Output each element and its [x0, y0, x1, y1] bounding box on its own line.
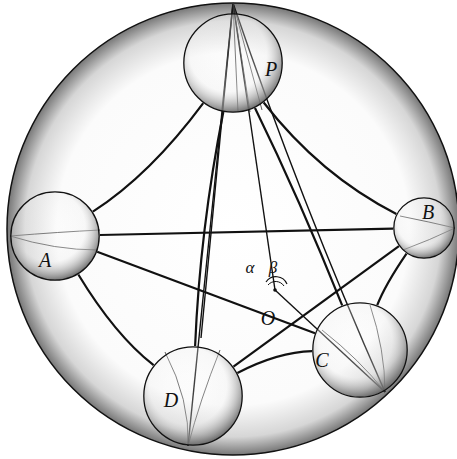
sphere-outline [143, 346, 243, 446]
edge-arc [78, 274, 153, 365]
vertex-label: B [422, 202, 434, 222]
edge-arc [195, 112, 223, 346]
edge-arc [100, 229, 393, 235]
vertex-label: A [39, 250, 51, 270]
edge-arc [93, 103, 203, 212]
point-label: β [269, 259, 277, 276]
sphere-node: B [393, 197, 455, 259]
vertex-label: D [164, 390, 178, 410]
sphere-node: C [312, 302, 408, 398]
sphere-outline [10, 191, 100, 281]
sphere-node: D [143, 346, 243, 446]
vertex-label: P [265, 59, 277, 79]
point-label: α [246, 259, 255, 276]
sphere-node: P [183, 13, 283, 113]
sphere-node: A [10, 191, 100, 281]
edge-arc [255, 108, 342, 306]
edge-arc [237, 351, 312, 373]
edge-arc [264, 102, 397, 213]
edge-arc [377, 254, 406, 306]
edge-arc [97, 252, 315, 333]
point-label: O [261, 308, 275, 328]
vertex-label: C [315, 350, 328, 370]
